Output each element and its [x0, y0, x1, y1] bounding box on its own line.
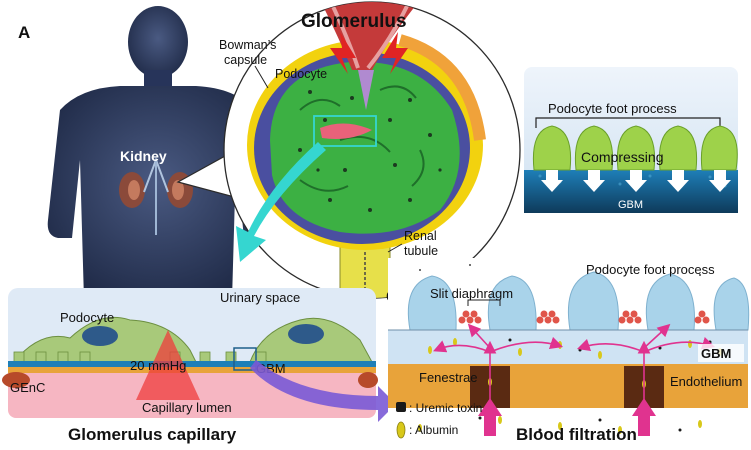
panel-d-box	[524, 67, 738, 213]
legend	[396, 402, 406, 439]
kidney-label: Kidney	[120, 148, 167, 164]
panel-b-podocyte-label: Podocyte	[60, 310, 114, 325]
panel-c-podocyte-foot-process-label: Podocyte foot process	[586, 262, 715, 277]
renal-tubule-leader	[387, 243, 403, 253]
urinary-space-label: Urinary space	[220, 290, 300, 305]
panel-label-a: A	[18, 23, 30, 42]
compressing-label: Compressing	[581, 149, 663, 165]
genc-label: GEnC	[10, 380, 45, 395]
renal-tubule-label-1: Renal	[404, 229, 437, 243]
renal-tubule-label-2: tubule	[404, 244, 438, 258]
human-silhouette	[47, 6, 269, 300]
glomerulus-label: Glomerulus	[301, 11, 407, 32]
panel-d-gbm-label: GBM	[618, 199, 643, 211]
panel-b-title: Glomerulus capillary	[68, 425, 237, 444]
uremic-toxin-legend-label: : Uremic toxin	[409, 401, 482, 415]
albumin-swatch	[396, 421, 406, 439]
kidney-illustration	[119, 157, 193, 235]
endothelium-label: Endothelium	[670, 374, 742, 389]
podocyte-label-a: Podocyte	[275, 67, 327, 81]
panel-d-podocyte-foot-process-label: Podocyte foot process	[548, 101, 677, 116]
bowmans-capsule-label-2: capsule	[224, 53, 267, 67]
zoom-arrow-cyan	[236, 142, 326, 262]
panel-c-gbm-label: GBM	[701, 346, 731, 361]
fenestrae-label: Fenestrae	[419, 370, 478, 385]
albumin-legend-label: : Albumin	[409, 423, 458, 437]
bowmans-leader	[254, 65, 269, 89]
pressure-label: 20 mmHg	[130, 358, 186, 373]
panel-c-filtration	[388, 258, 750, 436]
capillary-lumen-label: Capillary lumen	[142, 400, 232, 415]
zoom-arrow-purple	[250, 360, 396, 422]
bowmans-capsule-label-1: Bowman’s	[219, 38, 276, 52]
uremic-toxin-swatch	[396, 402, 406, 412]
slit-diaphragm-label: Slit diaphragm	[430, 286, 513, 301]
panel-c-title: Blood filtration	[516, 425, 637, 444]
panel-b-capillary	[2, 288, 378, 418]
glomerulus-zoom	[223, 1, 521, 299]
